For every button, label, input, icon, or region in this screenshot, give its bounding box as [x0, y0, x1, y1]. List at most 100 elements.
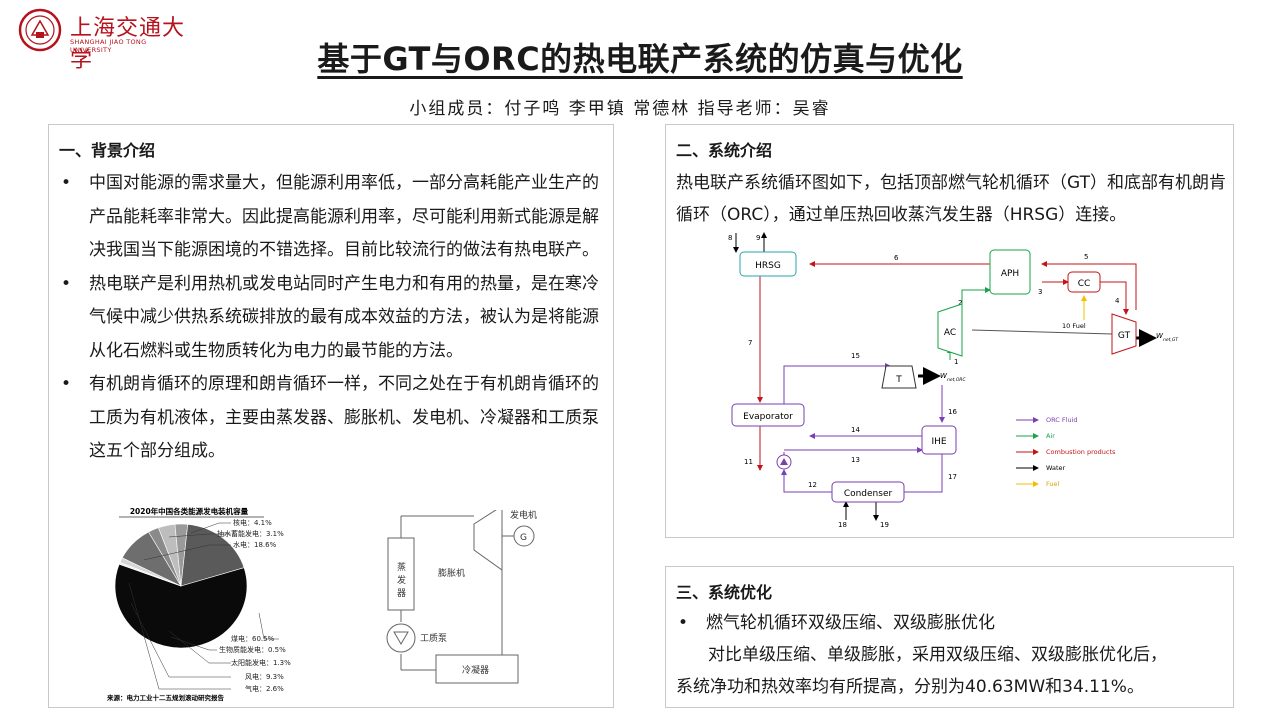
- stream-label: 8: [728, 234, 732, 242]
- page-title-wrap: 基于GT与ORC的热电联产系统的仿真与优化: [0, 34, 1280, 80]
- evaporator-label-1: 蒸: [397, 561, 406, 573]
- bullet-item: 热电联产是利用热机或发电站同时产生电力和有用的热量，是在寒冷气候中减少供热系统碳…: [59, 268, 609, 369]
- pie-label: 煤电：60.5%: [231, 634, 275, 643]
- w-net-orc-sub: net,ORC: [947, 377, 966, 383]
- legend-label: Water: [1046, 464, 1066, 472]
- ac-label: AC: [944, 328, 956, 338]
- system-heading: 二、系统介绍: [676, 141, 773, 160]
- ac-block: [937, 303, 963, 357]
- legend-label: Air: [1046, 432, 1055, 440]
- evaporator-label-2: 发: [397, 574, 406, 586]
- ihe-block: [921, 425, 957, 455]
- turbine-label: T: [895, 375, 902, 385]
- university-logo: 上海交通大学 SHANGHAI JIAO TONG UNIVERSITY: [18, 8, 188, 73]
- pie-chart-figure: 2020年中国各类能源发电装机容量 核电：4.1% 抽水蓄能发电：3.1% 水电…: [59, 503, 319, 703]
- pie-slice-水电: [180, 523, 245, 587]
- evaporator-block: [731, 403, 805, 427]
- orc-schematic: 蒸 发 器 膨胀机 发电机 G 工质泵 冷凝器: [374, 505, 604, 705]
- condenser-label: Condenser: [844, 489, 893, 499]
- pie-label: 风电：9.3%: [245, 672, 284, 681]
- generator-symbol: G: [520, 533, 527, 543]
- gt-block: [1111, 313, 1137, 355]
- generator-label: 发电机: [510, 510, 537, 521]
- evaporator-label-3: 器: [397, 588, 406, 599]
- stream-label: 3: [1038, 288, 1042, 296]
- pie-label: 气电：2.6%: [245, 684, 284, 693]
- w-net-gt-sub: net,GT: [1163, 337, 1179, 343]
- stream-label: 16: [948, 408, 957, 416]
- system-intro: 热电联产系统循环图如下，包括顶部燃气轮机循环（GT）和底部有机朗肯循环（ORC）…: [676, 173, 1226, 225]
- system-diagram: 8 9 6 5 4 3 10 Fuel 2 1: [726, 230, 1196, 530]
- legend-label: Combustion products: [1046, 448, 1116, 456]
- pie-label: 水电：18.6%: [233, 540, 277, 549]
- pie-chart: 2020年中国各类能源发电装机容量 核电：4.1% 抽水蓄能发电：3.1% 水电…: [106, 506, 291, 702]
- pump-arrow-icon: [780, 458, 788, 465]
- aph-label: APH: [1001, 269, 1019, 279]
- stream-label: 5: [1084, 253, 1088, 261]
- optimization-text: 燃气轮机循环双级压缩、双级膨胀优化 对比单级压缩、单级膨胀，采用双级压缩、双级膨…: [676, 607, 1231, 703]
- system-panel: 二、系统介绍 热电联产系统循环图如下，包括顶部燃气轮机循环（GT）和底部有机朗肯…: [665, 124, 1234, 538]
- stream-label: 7: [748, 339, 752, 347]
- condenser-box: [435, 654, 519, 684]
- pie-label: 生物质能发电：0.5%: [219, 645, 286, 654]
- turbine-block: [881, 365, 917, 389]
- stream-label: 10 Fuel: [1062, 322, 1086, 330]
- stream-label: 6: [894, 254, 899, 262]
- cc-label: CC: [1078, 279, 1091, 289]
- stream-label: 11: [744, 458, 753, 466]
- condenser-label: 冷凝器: [462, 664, 489, 676]
- page-title: 基于GT与ORC的热电联产系统的仿真与优化: [317, 40, 963, 78]
- pump-label: 工质泵: [420, 632, 447, 644]
- stream-label: 13: [851, 456, 860, 464]
- bullet-item: 中国对能源的需求量大，但能源利用率低，一部分高耗能产业生产的产品能耗率非常大。因…: [59, 167, 609, 268]
- pie-slice-气电: [148, 527, 182, 587]
- pie-title: 2020年中国各类能源发电装机容量: [130, 506, 249, 516]
- legend-label: ORC Fluid: [1046, 416, 1078, 424]
- background-bullets: 中国对能源的需求量大，但能源利用率低，一部分高耗能产业生产的产品能耗率非常大。因…: [59, 167, 609, 469]
- optimization-heading: 三、系统优化: [676, 583, 773, 602]
- evaporator-box: [387, 537, 415, 611]
- pie-label: 太阳能发电：1.3%: [231, 658, 291, 667]
- background-panel: 一、背景介绍 中国对能源的需求量大，但能源利用率低，一部分高耗能产业生产的产品能…: [48, 124, 614, 708]
- legend-label: Fuel: [1046, 480, 1060, 488]
- stream-label: 14: [851, 426, 860, 434]
- bullet-item: 有机朗肯循环的原理和朗肯循环一样，不同之处在于有机朗肯循环的工质为有机液体，主要…: [59, 368, 609, 469]
- cc-block: [1067, 271, 1101, 293]
- evaporator-label: Evaporator: [743, 412, 793, 422]
- pie-slice-煤电: [114, 563, 248, 649]
- stream-label: 2: [958, 299, 962, 307]
- pump-symbol-icon: [393, 631, 409, 645]
- stream-label: 17: [948, 473, 957, 481]
- generator-circle: [513, 525, 535, 547]
- stream-label: 18: [838, 521, 847, 529]
- orc-schematic-svg: 蒸 发 器 膨胀机 发电机 G 工质泵 冷凝器: [386, 505, 537, 684]
- w-net-gt: W: [1156, 332, 1164, 340]
- members-line: 小组成员：付子鸣 李甲镇 常德林 指导老师：吴睿: [409, 99, 831, 119]
- stream-label: 15: [851, 352, 860, 360]
- stream-label: 9: [756, 234, 760, 242]
- w-net-orc: W: [940, 372, 948, 380]
- university-name-en: SHANGHAI JIAO TONG UNIVERSITY: [70, 38, 147, 54]
- university-name-cn: 上海交通大学: [70, 16, 186, 73]
- stream-label: 19: [880, 521, 889, 529]
- system-diagram-svg: 8 9 6 5 4 3 10 Fuel 2 1: [728, 232, 1179, 529]
- expander-shape: [473, 505, 503, 571]
- pie-label: 抽水蓄能发电：3.1%: [217, 529, 284, 538]
- optimization-line: 系统净功和热效率均有所提高，分别为40.63MW和34.11%。: [676, 677, 1144, 697]
- optimization-bullet: 燃气轮机循环双级压缩、双级膨胀优化: [676, 607, 1231, 639]
- stream-label: 1: [954, 358, 958, 366]
- stream-label: 4: [1115, 297, 1120, 305]
- aph-block: [989, 249, 1031, 295]
- stream-label: 12: [808, 481, 817, 489]
- expander-label: 膨胀机: [438, 567, 465, 579]
- condenser-block: [831, 481, 905, 503]
- hrsg-block: [739, 251, 797, 277]
- pump-circle: [386, 623, 416, 653]
- gt-label: GT: [1118, 331, 1131, 341]
- pie-label: 核电：4.1%: [233, 518, 272, 527]
- optimization-panel: 三、系统优化 燃气轮机循环双级压缩、双级膨胀优化 对比单级压缩、单级膨胀，采用双…: [665, 566, 1234, 708]
- hrsg-label: HRSG: [755, 261, 781, 271]
- pie-source: 来源：电力工业十二五规划滚动研究报告: [106, 693, 225, 702]
- university-seal-icon: [18, 8, 62, 52]
- ihe-label: IHE: [931, 437, 946, 447]
